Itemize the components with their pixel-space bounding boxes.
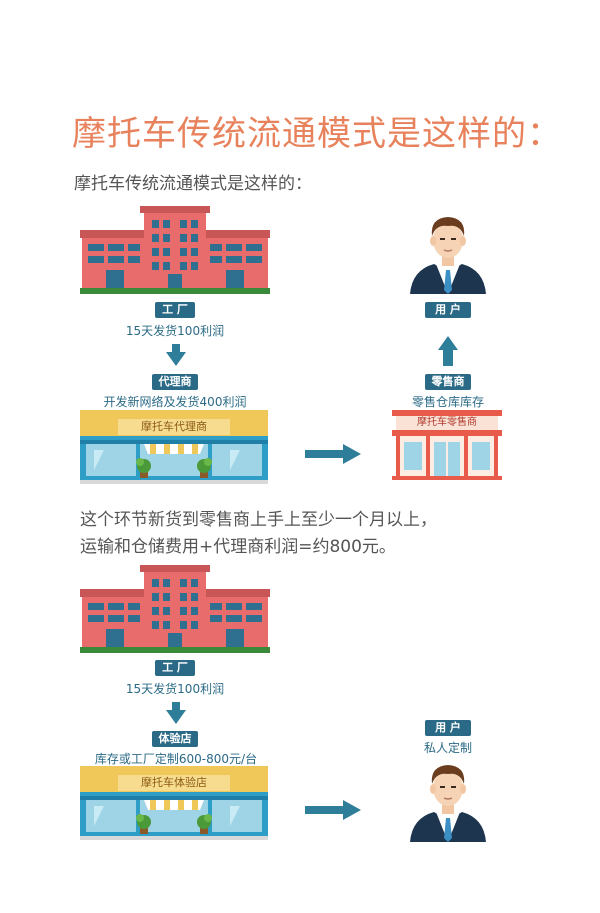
factory-building-icon [80, 206, 270, 294]
agent-caption: 开发新网络及发货400利润 [103, 395, 247, 409]
retailer-tag: 零售商 [425, 374, 471, 390]
factory-tag-2: 工 厂 [155, 660, 195, 676]
page-subtitle: 摩托车传统流通模式是这样的： [74, 174, 312, 194]
arrow-down-icon-2 [166, 702, 186, 724]
experience-store: 摩托车体验店 [80, 766, 268, 840]
page-title: 摩托车传统流通模式是这样的： [72, 114, 562, 154]
paragraph-line-1: 这个环节新货到零售商上手上至少一个月以上， [80, 510, 437, 530]
agent-tag: 代理商 [152, 374, 198, 390]
user-avatar-icon-2 [406, 758, 490, 842]
user-tag-2: 用 户 [425, 720, 471, 736]
paragraph-line-2: 运输和仓储费用+代理商利润=约800元。 [80, 537, 396, 557]
store-caption: 库存或工厂定制600-800元/台 [94, 752, 258, 766]
user-avatar-icon [406, 210, 490, 294]
arrow-up-icon [438, 336, 458, 366]
arrow-right-icon-2 [305, 800, 361, 820]
factory-building-icon-2 [80, 565, 270, 653]
experience-store-sign: 摩托车体验店 [141, 776, 207, 789]
store-tag: 体验店 [152, 731, 198, 747]
agent-store: 摩托车代理商 [80, 410, 268, 484]
retailer-store: 摩托车零售商 [392, 410, 502, 480]
factory-caption-2: 15天发货100利润 [125, 682, 225, 696]
user-tag: 用 户 [425, 302, 471, 318]
arrow-down-icon [166, 344, 186, 366]
arrow-right-icon [305, 444, 361, 464]
retailer-caption: 零售仓库库存 [411, 395, 484, 409]
factory-caption: 15天发货100利润 [125, 324, 225, 338]
user-caption-2: 私人定制 [423, 741, 472, 755]
agent-store-sign: 摩托车代理商 [141, 420, 207, 433]
retailer-store-sign: 摩托车零售商 [417, 417, 477, 428]
factory-tag: 工 厂 [155, 302, 195, 318]
